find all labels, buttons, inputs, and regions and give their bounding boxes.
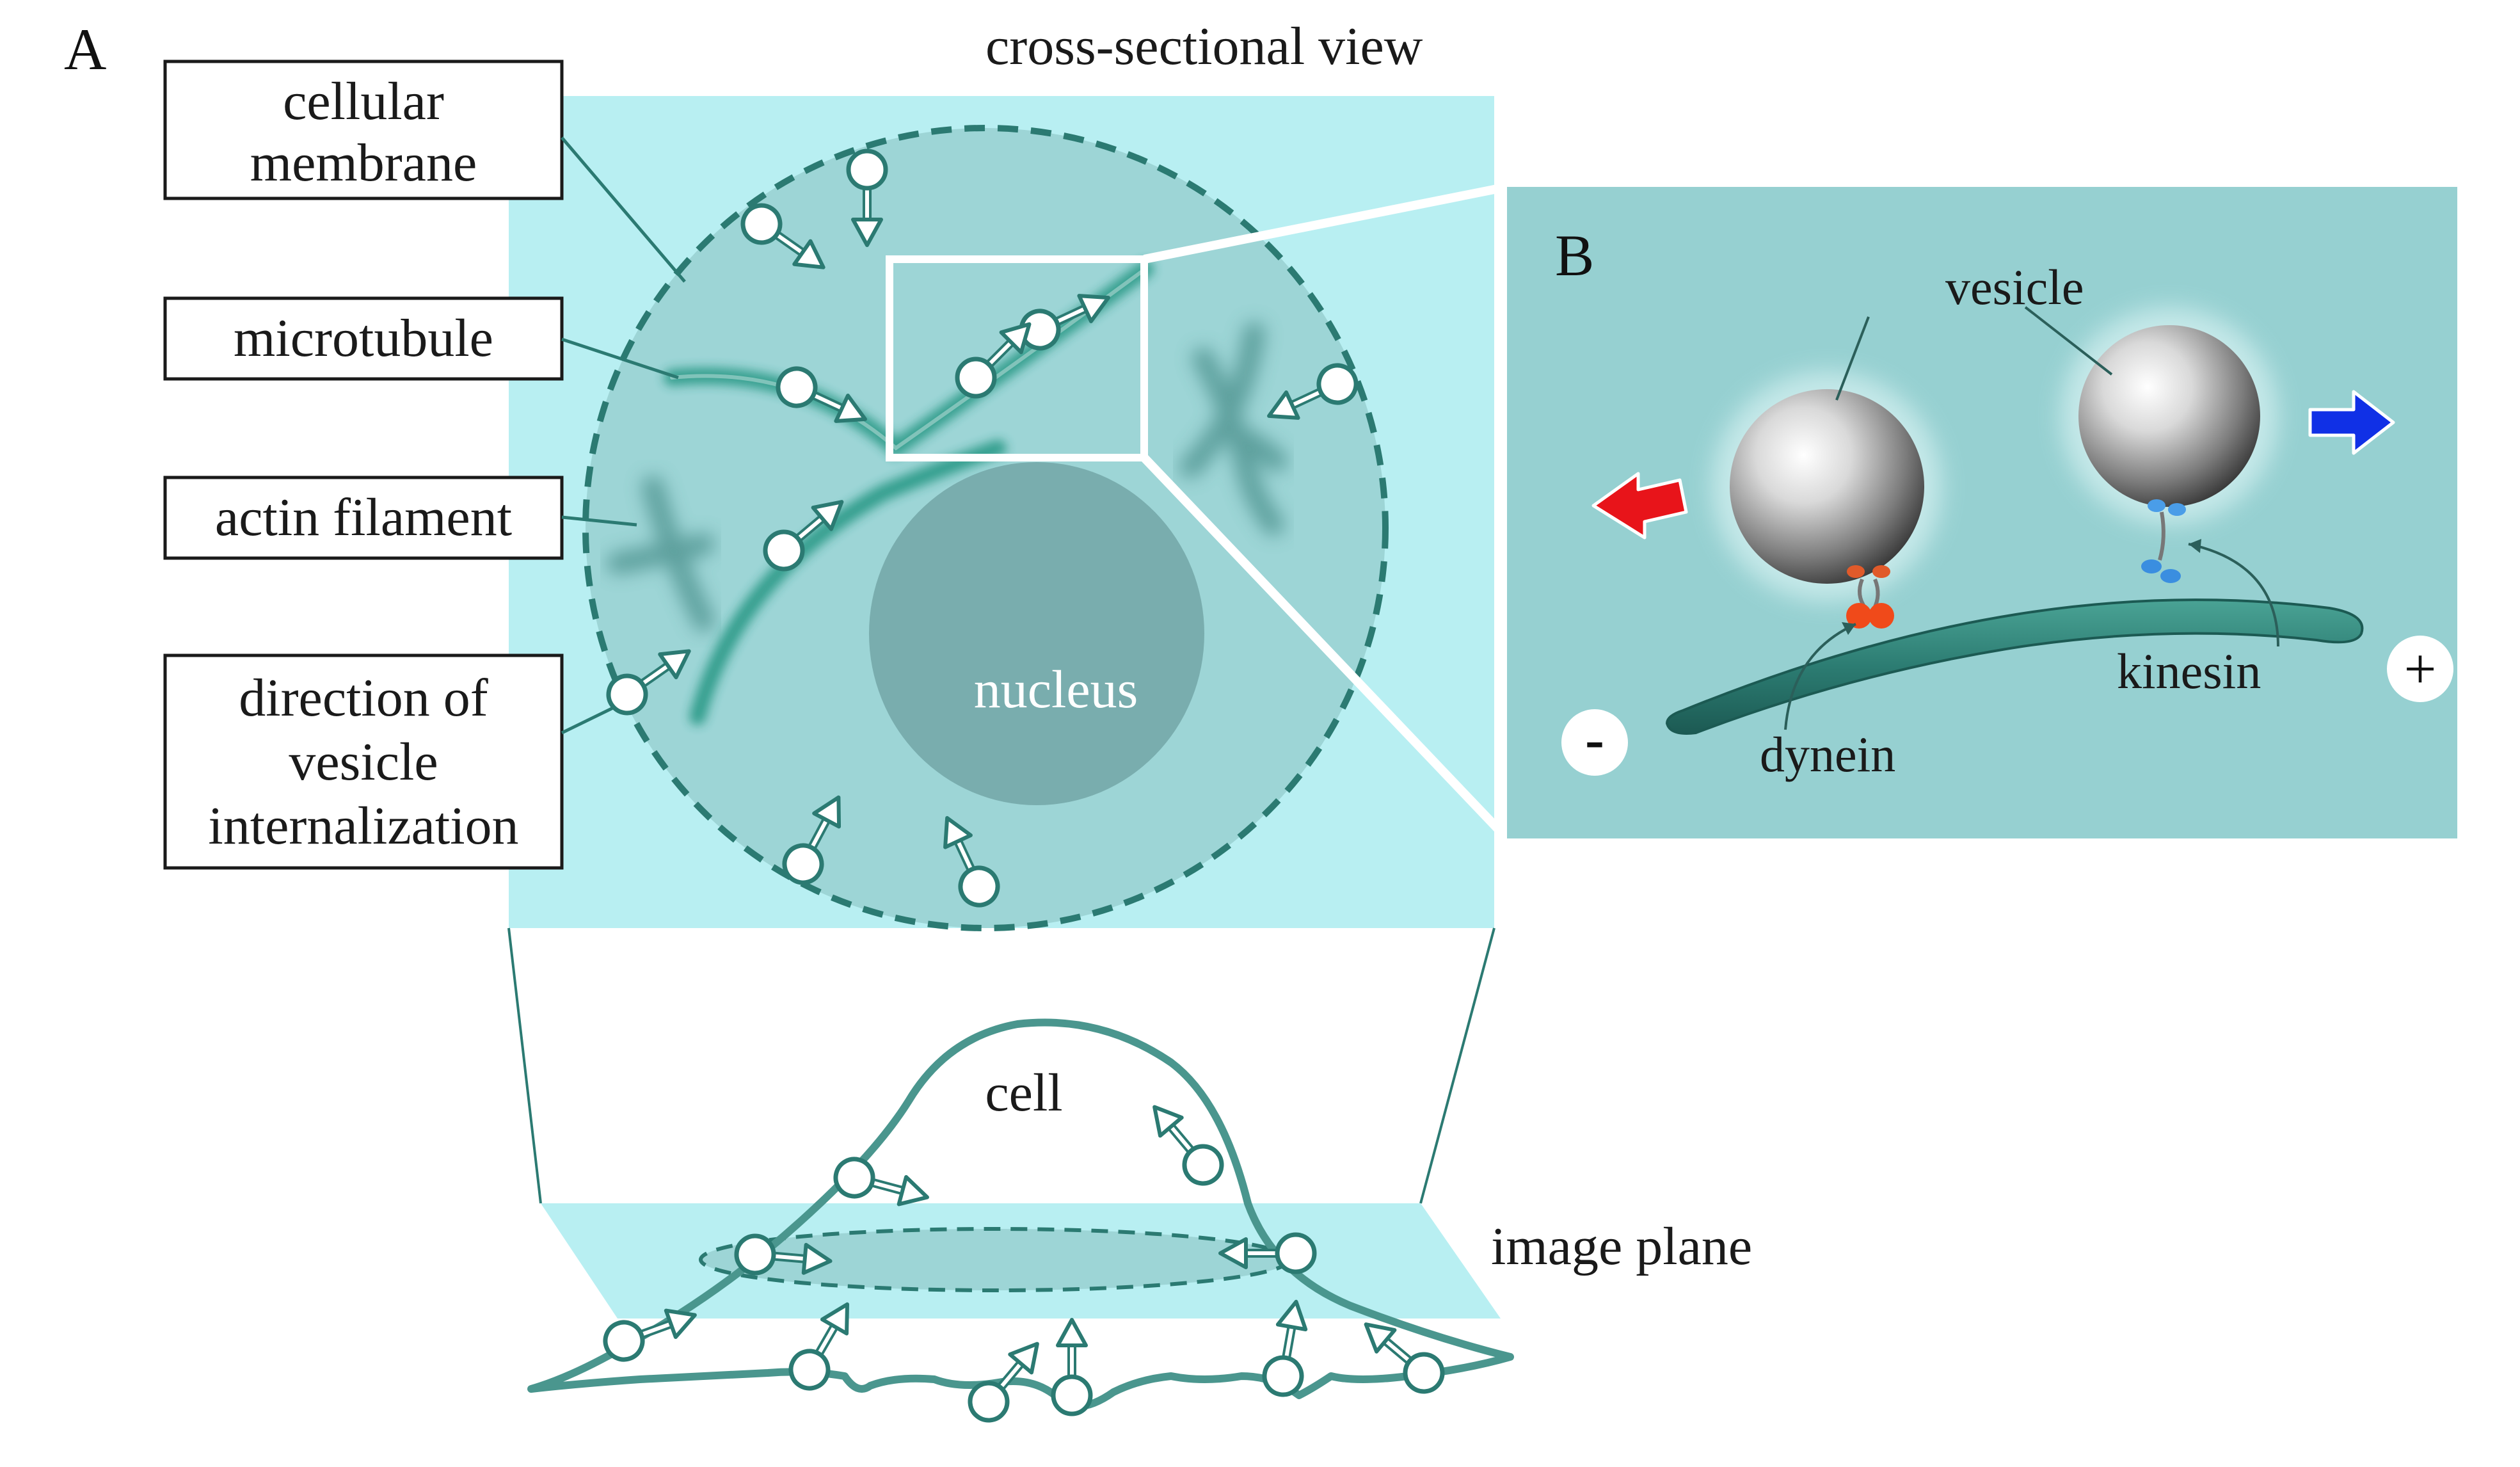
leader-kinesin (2188, 543, 2279, 647)
leader-vesicle-right (2024, 306, 2113, 376)
projection-left (507, 927, 542, 1204)
svg-text:direction of: direction of (239, 668, 488, 728)
vesicle-left (1730, 389, 1924, 584)
zoom-line-top (1143, 182, 1508, 264)
leader-dynein-head (1842, 622, 1856, 635)
leader-direction (561, 705, 616, 735)
microtubule-network (664, 261, 1154, 725)
cell-label: cell (985, 1063, 1062, 1123)
image-plane-label: image plane (1491, 1217, 1752, 1276)
cellular-membrane (582, 125, 1389, 931)
svg-text:microtubule: microtubule (234, 309, 493, 368)
dynein-motor (1846, 565, 1894, 629)
kinesin-motor (2141, 499, 2186, 583)
microtubule-track (1665, 598, 2364, 735)
leader-kinesin-head (2189, 539, 2201, 553)
label-microtubule: microtubule (163, 296, 564, 381)
svg-text:membrane: membrane (250, 133, 477, 193)
leader-microtubule (561, 337, 679, 380)
leader-vesicle-left (1835, 316, 1870, 401)
svg-text:vesicle: vesicle (289, 732, 438, 792)
panel-a-letter: A (64, 17, 106, 82)
label-actin-filament: actin filament (163, 476, 564, 560)
svg-text:-: - (1585, 708, 1604, 771)
vesicle-label: vesicle (1945, 259, 2084, 315)
actin-filament-right (1179, 322, 1288, 536)
view-title: cross-sectional view (985, 17, 1423, 76)
panel-b-letter: B (1555, 223, 1594, 288)
svg-text:internalization: internalization (208, 796, 518, 856)
label-direction: direction of vesicle internalization (163, 653, 564, 870)
actin-filament-left (607, 476, 715, 632)
kinesin-direction-arrow (2308, 390, 2395, 455)
dynein-direction-arrow (1591, 472, 1688, 540)
projection-right (1419, 927, 1495, 1204)
label-cellular-membrane: cellular membrane (163, 60, 564, 200)
leader-actin (561, 515, 637, 527)
leader-membrane (561, 136, 686, 283)
svg-text:cellular: cellular (283, 72, 444, 131)
vesicle-right (2078, 325, 2260, 507)
svg-text:+: + (2404, 637, 2437, 701)
zoom-line-bottom (1140, 454, 1511, 842)
minus-end-marker: - (1561, 708, 1628, 776)
plus-end-marker: + (2387, 636, 2453, 702)
cell-outline (527, 1018, 1514, 1411)
zoom-region (886, 255, 1148, 461)
nucleus (869, 462, 1204, 805)
kinesin-label: kinesin (2117, 643, 2261, 699)
leader-dynein (1784, 623, 1856, 730)
nucleus-label: nucleus (974, 660, 1138, 719)
dynein-label: dynein (1760, 726, 1895, 782)
svg-text:actin filament: actin filament (215, 488, 512, 547)
